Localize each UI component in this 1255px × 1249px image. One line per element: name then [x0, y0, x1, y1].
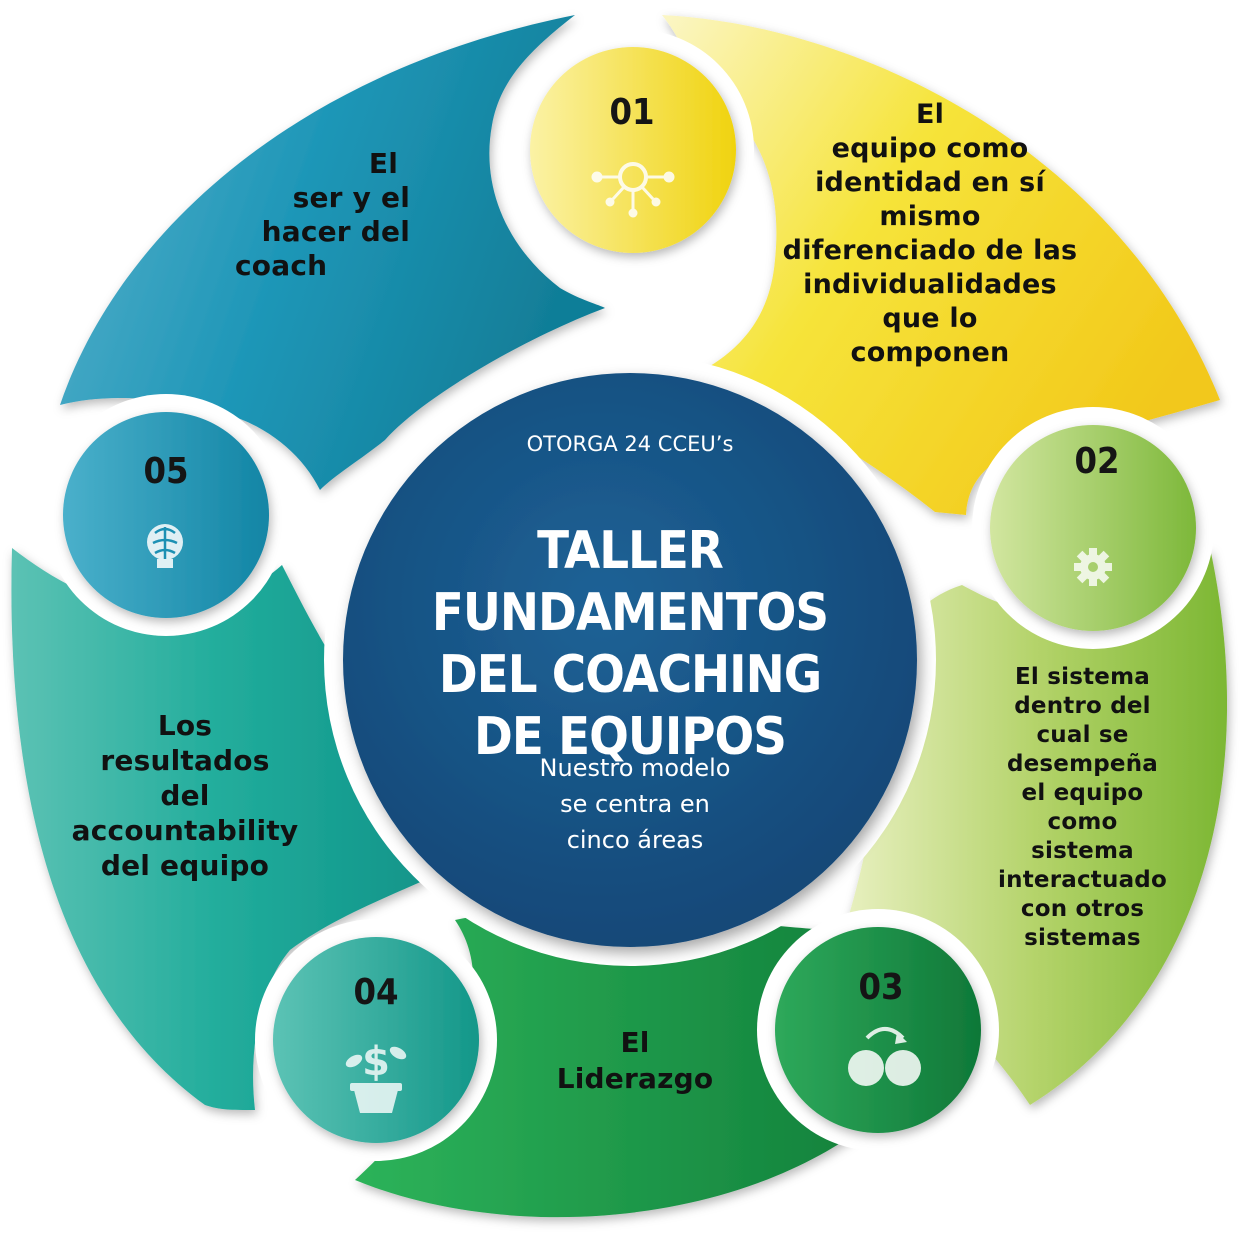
area-01-text: El equipo como identidad en sí mismo dif… [760, 98, 1100, 370]
title-line: TALLER FUNDAMENTOS [431, 521, 829, 643]
area-02-line: interactuado [998, 867, 1167, 893]
area-01-line: individualidades [803, 269, 1057, 300]
area-05-line: hacer del [261, 215, 410, 248]
circle-02 [990, 425, 1196, 631]
icons: $ [147, 162, 1112, 1113]
area-01-line: diferenciado de las [782, 235, 1078, 266]
area-01-line: mismo [879, 201, 981, 232]
area-01-line: El [915, 99, 945, 130]
area-02-text: El sistema dentro del cual se desempeña … [985, 663, 1180, 953]
area-02-line: sistema [1031, 838, 1134, 864]
area-01-line: identidad en sí [815, 167, 1045, 198]
area-02-line: sistemas [1024, 925, 1141, 951]
subtitle-line: cinco áreas [566, 826, 704, 854]
gear-icon [1074, 548, 1112, 586]
workshop-title: TALLER FUNDAMENTOS DEL COACHING DE EQUIP… [370, 520, 890, 768]
area-number-01: 01 [609, 92, 655, 133]
area-05-line: El [368, 147, 398, 180]
area-number-02: 02 [1074, 441, 1120, 482]
area-02-line: con otros [1020, 896, 1145, 922]
area-04-line: del equipo [100, 849, 270, 882]
area-03-line: El [620, 1026, 650, 1059]
subtitle-line: se centra en [560, 790, 710, 818]
area-04-line: resultados [100, 744, 270, 777]
area-03-text: El Liderazgo [530, 1025, 740, 1097]
area-05-text: El ser y el hacer del coach [235, 147, 410, 283]
svg-text:$: $ [362, 1039, 390, 1085]
model-subtitle: Nuestro modelo se centra en cinco áreas [500, 750, 770, 858]
area-05-line: ser y el [292, 181, 410, 214]
area-04-line: Los [157, 709, 213, 742]
area-01-line: equipo como [831, 133, 1029, 164]
area-02-line: desempeña [1006, 751, 1159, 777]
area-04-line: del [160, 779, 210, 812]
money-plant-icon: $ [345, 1039, 407, 1113]
circle-04 [273, 937, 479, 1143]
area-01-line: componen [850, 337, 1010, 368]
segment-teal [11, 548, 426, 1110]
center-circle [343, 373, 917, 947]
area-04-text: Los resultados del accountability del eq… [70, 708, 300, 883]
segment-blue [60, 15, 605, 490]
area-04-line: accountability [71, 814, 299, 847]
title-line: DE EQUIPOS [474, 707, 787, 767]
circle-01 [530, 47, 736, 253]
area-number-04: 04 [353, 972, 399, 1013]
area-number-05: 05 [143, 451, 189, 492]
brain-bulb-icon [147, 524, 183, 568]
exchange-circles-icon [848, 1027, 921, 1086]
area-02-line: El sistema [1015, 664, 1150, 690]
subtitle-line: Nuestro modelo [539, 754, 731, 782]
area-05-line: coach [235, 249, 328, 282]
area-02-line: cual se [1036, 722, 1129, 748]
title-line: DEL COACHING [438, 645, 822, 705]
network-hub-icon [591, 162, 675, 218]
area-02-line: dentro del [1014, 693, 1151, 719]
area-02-line: como [1047, 809, 1118, 835]
circle-05 [63, 412, 269, 618]
area-number-03: 03 [858, 967, 904, 1008]
segment-yellow [662, 15, 1220, 515]
area-03-line: Liderazgo [556, 1062, 714, 1095]
ceu-note: OTORGA 24 CCEU’s [526, 432, 734, 456]
area-01-line: que lo [882, 303, 978, 334]
area-02-line: el equipo [1021, 780, 1144, 806]
number-circles [45, 29, 1214, 1161]
